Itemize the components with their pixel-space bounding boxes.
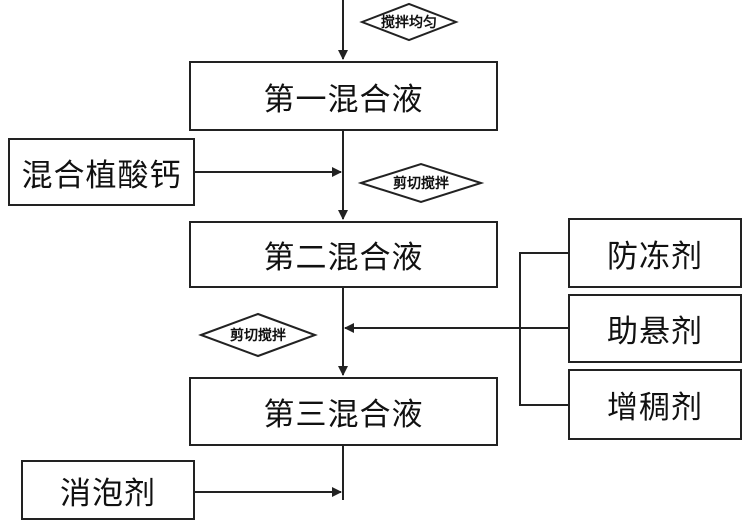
- connector-layer: [195, 0, 568, 500]
- diamond-stir-uniform: [359, 2, 459, 42]
- diamond-shear-stir-2: [198, 312, 318, 358]
- label-shear-stir-1: 剪切搅拌: [393, 176, 449, 192]
- flowchart: 搅拌均匀 剪切搅拌 剪切搅拌 第一混合液 第二混合液 第三混合液 混合植酸钙 消…: [8, 0, 742, 520]
- box-defoamer: 消泡剂: [21, 460, 195, 520]
- box-thickener: 增稠剂: [568, 369, 742, 440]
- box-mix1: 第一混合液: [189, 61, 498, 131]
- box-mix2: 第二混合液: [189, 221, 498, 288]
- label-stir-uniform: 搅拌均匀: [381, 15, 437, 31]
- label-shear-stir-2: 剪切搅拌: [230, 328, 286, 344]
- box-calcium-phytate: 混合植酸钙: [8, 138, 195, 206]
- diamond-shear-stir-1: [357, 162, 485, 204]
- box-antifreeze: 防冻剂: [568, 218, 742, 288]
- box-suspending-agent: 助悬剂: [568, 294, 742, 363]
- box-mix3: 第三混合液: [189, 377, 498, 446]
